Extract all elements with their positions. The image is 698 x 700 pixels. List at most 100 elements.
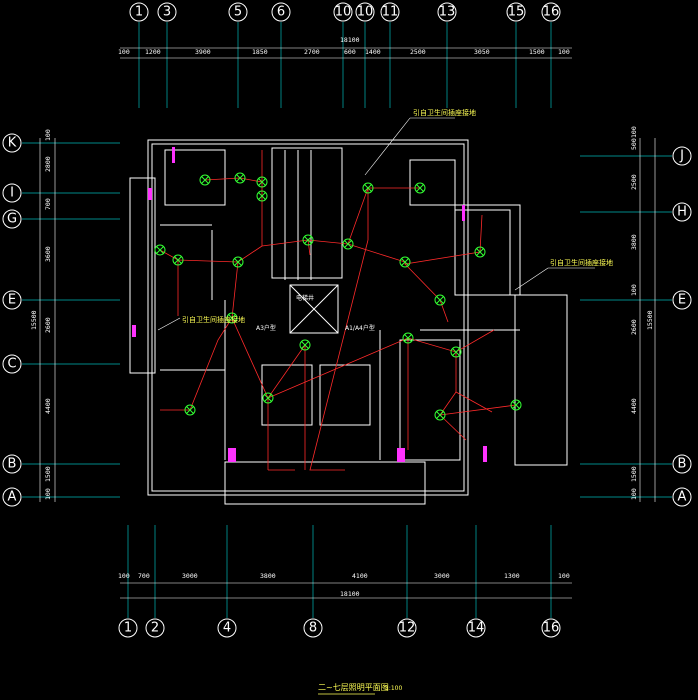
bottom-dim: 3000 [434,572,450,580]
left-axis-B-label: B [8,457,17,472]
bottom-dim: 100 [118,572,130,580]
top-dim: 100 [558,48,570,56]
top-axis-16-label: 16 [543,5,560,20]
unit-label-left: A3户型 [256,324,276,332]
bottom-axis-14: 14 [466,618,486,638]
top-dim: 1400 [365,48,381,56]
drawing-scale: 1:100 [385,685,402,692]
bottom-dim: 4100 [352,572,368,580]
top-dim: 1200 [145,48,161,56]
bottom-axis-4-label: 4 [223,621,231,636]
top-axis-6: 6 [271,2,291,22]
bottom-axis-16: 16 [541,618,561,638]
riser-label-right: 引自卫生间插座接地 [550,258,613,267]
right-dim: 100 [630,488,638,500]
bottom-total-dim: 18100 [340,590,360,598]
riser-label-top: 引自卫生间插座接地 [413,108,476,117]
bottom-dim: 3800 [260,572,276,580]
light-fixture-icon [414,182,426,194]
left-axis-E-label: E [8,293,16,308]
top-dim: 2700 [304,48,320,56]
left-dim: 2600 [44,317,52,333]
light-fixture-icon [474,246,486,258]
light-fixture-icon [199,174,211,186]
top-dim: 3050 [474,48,490,56]
left-axis-C: C [2,354,22,374]
bottom-axis-16-label: 16 [543,621,560,636]
bottom-axis-2: 2 [145,618,165,638]
right-axis-J: J [672,146,692,166]
equipment-markers [132,147,487,462]
top-axis-13-label: 13 [439,5,456,20]
light-fixture-icon [226,312,238,324]
bottom-axis-12-label: 12 [399,621,416,636]
bottom-dim: 1300 [504,572,520,580]
light-fixture-icon [184,404,196,416]
riser-label-left: 引自卫生间插座接地 [182,315,245,324]
right-axis-B: B [672,454,692,474]
top-dim: 600 [344,48,356,56]
right-dim: 100 [630,126,638,138]
right-dim: 500 [630,138,638,150]
light-fixture-icon [434,294,446,306]
dimension-lines: 18100 100 1200 3900 1850 2700 600 1400 2500 3050 1… [30,36,656,599]
light-fixture-icon [234,172,246,184]
right-axis-A: A [672,487,692,507]
top-dim: 3900 [195,48,211,56]
top-axis-16: 16 [541,2,561,22]
bottom-axis-2-label: 2 [151,621,159,636]
bottom-axis-8: 8 [303,618,323,638]
left-total-dim: 15500 [30,310,38,330]
top-axis-10-label: 10 [357,5,374,20]
right-dim: 100 [630,284,638,296]
right-axis-A-label: A [678,490,687,505]
left-dim: 4400 [44,398,52,414]
light-fixture-icon [154,244,166,256]
bottom-axis-1: 1 [118,618,138,638]
light-fixture-icon [342,238,354,250]
top-dim: 1850 [252,48,268,56]
left-axis-B: B [2,454,22,474]
light-fixtures [154,172,522,421]
top-axis-10-label: 10 [335,5,352,20]
top-total-dim: 18100 [340,36,360,44]
top-axis-1-label: 1 [135,5,143,20]
left-dim: 700 [44,198,52,210]
right-axis-B-label: B [678,457,687,472]
bottom-dim: 700 [138,572,150,580]
right-dim: 4400 [630,398,638,414]
bottom-axis-4: 4 [217,618,237,638]
light-fixture-icon [256,176,268,188]
right-axis-E: E [672,290,692,310]
top-axis-6-label: 6 [277,5,285,20]
bottom-dim: 100 [558,572,570,580]
top-dim: 2500 [410,48,426,56]
bottom-dim: 3000 [182,572,198,580]
left-dim: 100 [44,488,52,500]
right-dim: 2500 [630,174,638,190]
bottom-axis-14-label: 14 [468,621,485,636]
left-axis-G-label: G [7,212,17,227]
top-axis-5: 5 [228,2,248,22]
left-dim: 3600 [44,246,52,262]
light-fixture-icon [172,254,184,266]
light-fixture-icon [402,332,414,344]
building-walls [129,139,568,505]
top-axis-10: 10 [355,2,375,22]
right-axis-J-label: J [679,149,684,164]
right-dim: 2600 [630,319,638,335]
light-fixture-icon [399,256,411,268]
light-fixture-icon [262,392,274,404]
top-axis-13: 13 [437,2,457,22]
bottom-axis-1-label: 1 [124,621,132,636]
left-axis-A: A [2,487,22,507]
top-axis-15-label: 15 [508,5,525,20]
light-fixture-icon [256,190,268,202]
top-axis-11: 11 [380,2,400,22]
top-axis-15: 15 [506,2,526,22]
top-dim: 1500 [529,48,545,56]
light-fixture-icon [302,234,314,246]
left-dim: 100 [44,129,52,141]
